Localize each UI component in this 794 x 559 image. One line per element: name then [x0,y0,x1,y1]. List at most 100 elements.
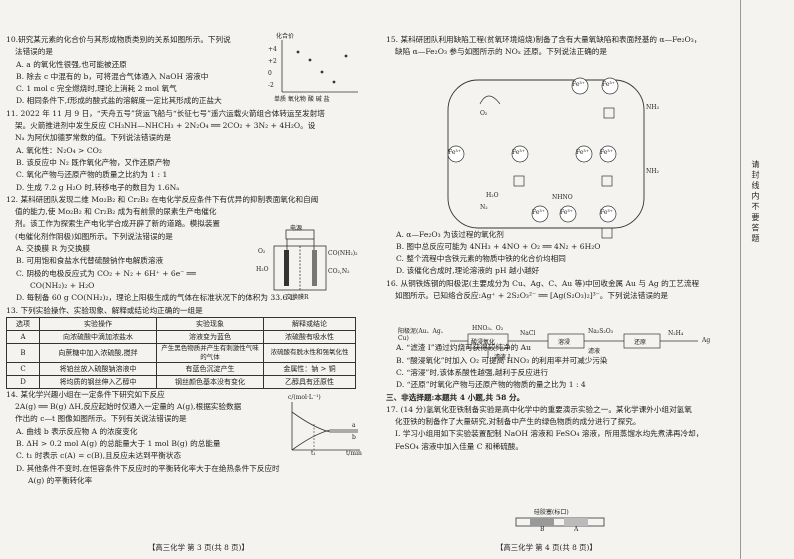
flow-output-2: 滤液 [588,348,601,355]
q12-line-3: 剂。该工作为探索生产电化学合成开辟了新的道路。模拟装置 [15,219,221,229]
nh2-label: NH₂ [646,168,659,175]
table-row: D 将均质的钢丝伸入乙醇中 钢丝颜色基本没有变化 乙醇具有还原性 [6,374,356,389]
q14-line-3: 作出的 c—t 图像如图所示。下列有关说法错误的是 [15,414,187,424]
electrolysis-cell [273,229,327,291]
fe-ion-label: Fe³⁺ [532,209,545,216]
q17-line-1: 17. (14 分)氢氧化亚铁制备实验是高中化学中的重要演示实验之一。某化学课外… [386,404,692,414]
q15-cycle-diagram: Fe³⁺ Fe³⁺ Fe³⁺ Fe³⁺ Fe³⁺ Fe³⁺ Fe³⁺ Fe³⁺ … [420,64,670,240]
q14-line-1: 14. 某化学兴趣小组在一定条件下研究如下反应 [6,389,165,399]
q16-option-c: C. “溶浸”时,该体系酸性越强,越利于反应进行 [396,367,549,377]
table-cell: A [6,329,40,344]
fe-ion-label: Fe³⁺ [560,209,573,216]
q12-electrolysis-diagram: 电源 O₂ H₂O CO(NH₂)₂ CO₂,N₂ 交换膜R [256,225,360,302]
q10-valence-chart: 化合价 +4 +2 0 -2 单质 氧化物 酸 碱 盐 [268,33,360,103]
table-cell: 钢丝颜色基本没有变化 [156,374,264,389]
q11-option-b: B. 该反应中 N₂ 既作氧化产物，又作还原产物 [16,157,171,167]
table-row: B 向蔗糖中加入浓硫酸,搅拌 产生黑色物质并产生有刺激性气味的气体 浓硫酸有脱水… [6,342,356,363]
ct-t1-label: t₁ [311,450,316,457]
q11-line-1: 11. 2022 年 11 月 9 日，“天舟五号”货运飞船与“长征七号”遥六运… [6,108,325,118]
q10-stem-1: 10.研究某元素的化合价与其形成物质类别的关系如图所示。下列说 [6,35,231,44]
q15-option-a: A. α—Fe₂O₃ 为该过程的氧化剂 [396,229,504,239]
page-footer-left: 【高三化学 第 3 页(共 8 页)】 [148,543,249,552]
right-column: 15. 某科研团队利用缺陷工程(贫氧环境焙烧)制备了含有大量氧缺陷和表面羟基的 … [386,34,716,453]
ct-chart-plot [291,402,360,451]
table-cell: 产生黑色物质并产生有刺激性气味的气体 [156,342,264,363]
flow-end-label: Ag [702,337,711,344]
ct-y-label: c/(mol·L⁻¹) [288,394,321,401]
nhno-label: NHNO [552,194,573,201]
o2-label: O₂ [480,110,488,117]
q15-option-c: C. 整个流程中含铁元素的物质中铁的化合价均相同 [396,254,566,264]
q11-line-3: Nₐ 为阿伏加德罗常数的值。下列说法错误的是 [15,133,172,143]
q11-option-c: C. 氧化产物与还原产物的质量之比约为 1 : 1 [16,170,168,180]
q12-line-1: 12. 某科研团队发现二维 Mo₂B₂ 和 Cr₂B₂ 在电化学反应条件下有优异… [6,194,319,204]
table-cell: 金属性：钠 > 铜 [263,361,356,376]
q11-option-a: A. 氧化性：N₂O₄ > CO₂ [16,145,102,155]
q15-line-2: 缺陷 α—Fe₂O₃ 参与如图所示的 NOₓ 还原。下列说法正确的是 [395,47,607,57]
q17-line-3: I. 学习小组用如下实验装置配制 NaOH 溶液和 FeSO₄ 溶液，所用蒸馏水… [395,429,704,439]
flow-step-2: 溶浸 [558,339,571,346]
q13-stem: 13. 下列实验操作、实验现象、解释或结论均正确的一组是 [6,305,203,315]
table-header: 选项 [6,316,40,331]
q12-option-c: C. 阴极的电极反应式为 CO₂ + N₂ + 6H⁺ + 6e⁻ ══ [16,268,196,278]
q10-option-d: D. 相同条件下,f形成的酸式盐的溶解度一定比其形成的正盐大 [16,96,222,106]
ct-x-label: t/min [346,450,362,457]
q13-table: 选项 实验操作 实验现象 解释或结论 A 向浓硫酸中滴加浓盐水 溶液变为蓝色 浓… [6,316,356,389]
q16-line-1: 16. 从铜铁炼钢的阳极泥(主要成分为 Cu、Ag、C、Au 等)中回收金属 A… [386,278,700,288]
valence-axis-label: 化合价 [276,33,295,40]
q12-line-2: 值的能力,使 Mo₂B₂ 和 Cr₂B₂ 成为有前景的尿素生产电催化 [15,207,217,217]
fe-ion-label: Fe³⁺ [600,149,613,156]
valence-tick: -2 [268,82,274,89]
q17-line-4: FeSO₄ 溶液中加入佳量 C 和稀硫酸。 [395,441,523,451]
table-cell: 溶液变为蓝色 [156,329,264,344]
cycle-diagram-svg [447,77,645,239]
table-cell: 向浓硫酸中滴加浓盐水 [39,329,157,344]
apparatus-top-label: 硅胶塞(标口) [534,509,569,516]
table-cell: 将铂丝放入硫酸钠溶液中 [39,361,157,376]
fe-ion-label: Fe³⁺ [572,81,585,88]
q12-option-c-cont: CO(NH₂)₂ + H₂O [30,280,95,290]
q10-option-c: C. 1 mol c 完全燃烧时,理论上消耗 2 mol 氧气 [16,84,177,94]
table-header: 解释或结论 [263,316,356,331]
table-header: 实验现象 [156,316,264,331]
q14-option-d: D. 其他条件不变时,在恒容条件下反应时的平衡转化率大于在绝热条件下反应时 [16,463,280,473]
q14-option-d-cont: A(g) 的平衡转化率 [28,475,93,485]
flow-output-1: 滤渣 I [494,354,511,361]
flow-start-label: 阳极泥(Au、Ag、Cu) [398,328,447,342]
table-cell: C [6,361,40,376]
process-flow-svg [450,333,698,358]
valence-chart-axes [281,40,358,93]
h2o-label: H₂O [486,192,499,199]
valence-x-label: 单质 氧化物 酸 碱 盐 [274,96,330,103]
valence-tick: +2 [268,58,277,65]
h2o-label: H₂O [256,266,269,273]
q17-line-2: 化亚铁的制备作了大量研究,对制备中产生的绿色物质的成分进行了探究。 [395,417,641,427]
co2-n2-label: CO₂,N₂ [328,268,350,275]
table-cell: 浓硫酸有脱水性和强氧化性 [263,342,356,363]
q12-option-b: B. 可用饱和食盐水代替硫酸钠作电解质溶液 [16,256,164,266]
q16-option-a: A. “滤渣 I”通过灼烧可获得较纯净的 Au [396,343,531,353]
valence-tick: 0 [268,70,272,77]
q10-stem-2: 法错误的是 [15,47,53,57]
fe-ion-label: Fe³⁺ [512,149,525,156]
flow-reagent-3: Na₂S₂O₃ [588,328,614,335]
flow-reagent-1: HNO₃、O₂ [472,325,504,332]
q11-option-d: D. 生成 7.2 g H₂O 时,转移电子的数目为 1.6Nₐ [16,182,180,192]
q16-option-b: B. “酸浸氧化”时加入 O₂ 可提高 HNO₃ 的利用率并可减少污染 [396,355,608,365]
q16-line-2: 如图所示。已知络合反应:Ag⁺ + 2S₂O₃²⁻ ══ [Ag(S₂O₃)₂]… [395,291,669,301]
nh3-label: NH₃ [646,104,659,111]
fe-ion-label: Fe³⁺ [448,149,461,156]
q14-ct-chart: c/(mol·L⁻¹) t/min t₁ a b [284,394,364,460]
q15-option-d: D. 该催化合成时,理论溶液的 pH 越小越好 [396,266,540,276]
q14-line-2: 2A(g) ══ B(g) ΔH,反应起始时仅通入一定量的 A(g),根据实验数… [15,402,242,412]
binding-strip-text: 请 封 线 内 不 要 答 题 [751,160,760,242]
fe-ion-label: Fe³⁺ [602,81,615,88]
ct-curve-a-label: a [352,422,356,429]
flow-reagent-2: NaCl [520,330,536,337]
table-cell: 向蔗糖中加入浓硫酸,搅拌 [39,342,157,363]
table-row: A 向浓硫酸中滴加浓盐水 溶液变为蓝色 浓硫酸有吸水性 [6,329,356,344]
table-cell: D [6,374,40,389]
q14-option-b: B. ΔH > 0.2 mol A(g) 的总能量大于 1 mol B(g) 的… [16,439,221,449]
fe-ion-label: Fe³⁺ [600,209,613,216]
